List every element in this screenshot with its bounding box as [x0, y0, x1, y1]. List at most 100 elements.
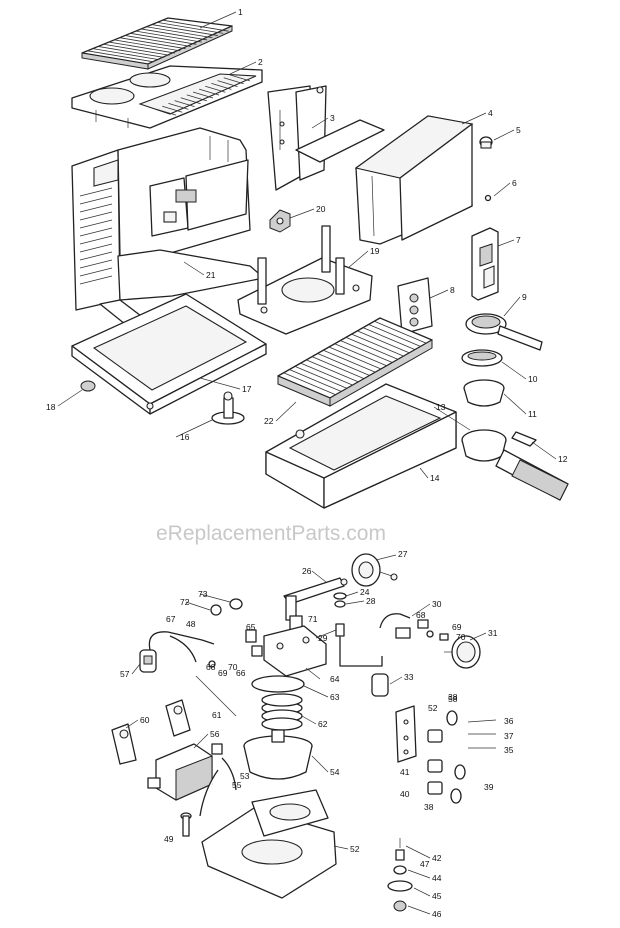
- watermark-text: eReplacementParts.com: [156, 522, 386, 545]
- part-67-tube: [148, 631, 215, 651]
- callout-labels: 1 2 3 4 5 6 7 8 9 10 11 12 13 14 16 17 1…: [46, 7, 568, 919]
- part-3-side-panel: [267, 85, 385, 191]
- part-28-fitting: [334, 600, 346, 608]
- part-13-portafilter: [461, 429, 569, 501]
- part-40-switch-b: [427, 781, 443, 795]
- callout-leader-line: [503, 296, 521, 317]
- part-30-hose: [379, 613, 411, 639]
- part-46-nut: [393, 900, 407, 912]
- part-60-bracket: [111, 699, 191, 765]
- callout-leader-line: [303, 685, 329, 698]
- part-45-washer: [387, 880, 413, 892]
- callout-54: 54: [330, 767, 340, 777]
- callout-52: 52: [350, 844, 360, 854]
- callout-leader-line: [125, 719, 139, 729]
- callout-67: 67: [166, 614, 176, 624]
- part-40-switch: [427, 729, 443, 743]
- callout-10: 10: [528, 374, 538, 384]
- callout-48: 48: [186, 619, 196, 629]
- callout-5: 5: [516, 125, 521, 135]
- callout-53: 53: [240, 771, 250, 781]
- part-14-drip-tray: [265, 383, 457, 509]
- callout-leader-line: [229, 61, 257, 75]
- part-56-pump: [147, 743, 223, 801]
- part-27-knob: [351, 553, 398, 587]
- callout-55: 55: [232, 780, 242, 790]
- part-4-water-reservoir: [354, 115, 474, 245]
- callout-8: 8: [450, 285, 455, 295]
- callout-44: 44: [432, 873, 442, 883]
- callout-70b: 70: [228, 662, 238, 672]
- part-16-valve: [211, 391, 245, 425]
- part-29-steam-pipe: [335, 623, 383, 667]
- callout-leader-line: [461, 112, 487, 125]
- part-22-drip-grate: [277, 317, 433, 407]
- callout-leader-line: [405, 845, 431, 859]
- callout-4: 4: [488, 108, 493, 118]
- part-33-steam-tip: [371, 673, 389, 697]
- part-12-clip: [511, 431, 537, 447]
- callout-leader-line: [199, 377, 241, 390]
- callout-12: 12: [558, 454, 568, 464]
- callout-leader-line: [497, 239, 515, 247]
- part-18-foot: [80, 380, 96, 392]
- callout-17: 17: [242, 384, 252, 394]
- part-48-tube: [169, 635, 197, 663]
- callout-60: 60: [140, 715, 150, 725]
- callout-47: 47: [420, 859, 430, 869]
- callout-leader-line: [183, 261, 205, 276]
- callout-14: 14: [430, 473, 440, 483]
- callout-71: 71: [308, 614, 318, 624]
- callout-leader-line: [289, 208, 315, 219]
- part-1-top-grille: [81, 17, 233, 70]
- callout-66: 66: [236, 668, 246, 678]
- callout-65: 65: [246, 622, 256, 632]
- callout-70: 70: [456, 632, 466, 642]
- callout-35: 35: [504, 745, 514, 755]
- part-19-base-frame: [237, 225, 373, 335]
- callout-29: 29: [318, 633, 328, 643]
- part-49-screw: [180, 812, 192, 837]
- callout-leader-line: [347, 250, 369, 269]
- callout-69b: 69: [218, 668, 228, 678]
- callout-26: 26: [302, 566, 312, 576]
- part-57-valve: [139, 649, 157, 673]
- callout-1: 1: [238, 7, 243, 17]
- callout-63: 63: [330, 692, 340, 702]
- callout-leader-line: [407, 869, 431, 879]
- part-69-small-fitting: [208, 660, 216, 668]
- callout-62: 62: [318, 719, 328, 729]
- callout-leader-line: [175, 419, 213, 438]
- callout-leader-line: [301, 715, 317, 725]
- callout-13: 13: [436, 402, 446, 412]
- callout-6: 6: [512, 178, 517, 188]
- callout-leaders: [57, 11, 557, 915]
- part-2-cup-tray: [71, 65, 263, 129]
- part-31-pressure-gauge: [444, 635, 481, 669]
- callout-leader-line: [345, 591, 359, 597]
- part-52-base-plate: [201, 789, 337, 899]
- part-20-knob: [269, 209, 291, 233]
- callout-56: 56: [210, 729, 220, 739]
- callout-leader-line: [433, 406, 471, 431]
- callout-33: 33: [404, 672, 414, 682]
- callout-36: 36: [504, 716, 514, 726]
- callout-73: 73: [198, 589, 208, 599]
- part-38-lamp: [446, 710, 458, 726]
- callout-22: 22: [264, 416, 274, 426]
- part-73-nut: [229, 598, 243, 610]
- callout-leader-line: [193, 733, 209, 749]
- callout-38b: 38: [424, 802, 434, 812]
- part-47-spring: [395, 849, 405, 861]
- callout-16: 16: [180, 432, 190, 442]
- callout-45: 45: [432, 891, 442, 901]
- callout-leader-line: [345, 600, 365, 605]
- callout-leader-line: [305, 667, 321, 680]
- callout-leader-line: [407, 905, 431, 915]
- part-38-lamp-b: [450, 788, 462, 804]
- part-62-heating-element: [261, 693, 303, 731]
- callout-3: 3: [330, 113, 335, 123]
- callout-28: 28: [366, 596, 376, 606]
- callout-58: 58: [448, 694, 458, 704]
- callout-31: 31: [488, 628, 498, 638]
